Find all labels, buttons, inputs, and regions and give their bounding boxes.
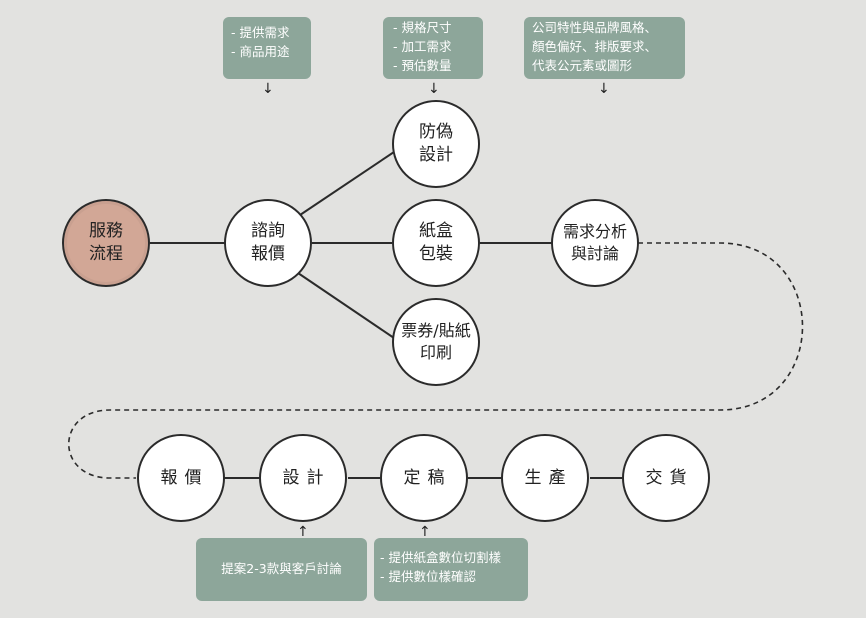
note-brand-preferences: 公司特性與品牌風格、 顏色偏好、排版要求、 代表公元素或圖形: [524, 17, 685, 79]
node-ticket-sticker-printing: 票券/貼紙 印刷: [392, 298, 480, 386]
node-quote: 報價: [137, 434, 225, 522]
arrow-up-icon: ↑: [297, 524, 309, 540]
note-line: 顏色偏好、排版要求、: [532, 38, 658, 54]
note-line: 代表公元素或圖形: [532, 57, 633, 73]
node-consult-quote: 諮詢 報價: [224, 199, 312, 287]
node-label: 諮詢: [251, 221, 285, 242]
connector-consult-ticket: [297, 272, 395, 339]
node-label: 報價: [160, 467, 209, 488]
node-label: 設計: [282, 467, 331, 488]
node-production: 生產: [501, 434, 589, 522]
note-line: - 提供數位樣確認: [380, 568, 476, 584]
note-line: - 提供紙盒數位切割樣: [380, 550, 501, 565]
arrow-up-icon: ↑: [419, 524, 431, 540]
node-label: 紙盒: [419, 221, 453, 242]
node-label: 生產: [524, 467, 573, 488]
note-line: 提案2-3款與客戶討論: [221, 561, 342, 577]
node-label: 與討論: [570, 244, 619, 263]
note-finalize-samples: - 提供紙盒數位切割樣 - 提供數位樣確認: [374, 538, 528, 601]
node-label: 定稿: [403, 467, 452, 488]
arrow-down-icon: ↓: [262, 81, 274, 97]
note-line: - 加工需求: [393, 38, 452, 54]
node-label: 服務: [89, 221, 123, 242]
node-label: 設計: [419, 145, 453, 165]
arrow-down-icon: ↓: [428, 81, 440, 97]
note-design-proposal: 提案2-3款與客戶討論: [196, 538, 367, 601]
note-consult-needs: - 提供需求 - 商品用途: [223, 17, 311, 79]
node-label: 流程: [89, 244, 123, 264]
arrow-down-icon: ↓: [598, 81, 610, 97]
note-line: - 商品用途: [231, 43, 290, 59]
node-label: 包裝: [419, 244, 453, 264]
node-service-flow: 服務 流程: [62, 199, 150, 287]
note-line: - 規格尺寸: [393, 20, 452, 35]
node-finalize: 定稿: [380, 434, 468, 522]
note-spec-requirements: - 規格尺寸 - 加工需求 - 預估數量: [383, 17, 483, 79]
note-line: - 預估數量: [393, 57, 452, 73]
node-requirement-analysis: 需求分析 與討論: [551, 199, 639, 287]
dashed-return-path: [67, 242, 804, 479]
node-design: 設計: [259, 434, 347, 522]
node-delivery: 交貨: [622, 434, 710, 522]
node-label: 票券/貼紙: [401, 321, 471, 341]
node-paper-box-packaging: 紙盒 包裝: [392, 199, 480, 287]
connector-consult-antifake: [299, 151, 395, 216]
node-label: 交貨: [645, 467, 694, 488]
node-label: 報價: [251, 244, 285, 264]
node-label: 防偽: [419, 122, 453, 143]
node-anti-counterfeit-design: 防偽 設計: [392, 100, 480, 188]
note-line: - 提供需求: [231, 25, 290, 40]
note-line: 公司特性與品牌風格、: [532, 20, 658, 35]
node-label: 需求分析: [562, 222, 627, 242]
node-label: 印刷: [419, 343, 452, 362]
